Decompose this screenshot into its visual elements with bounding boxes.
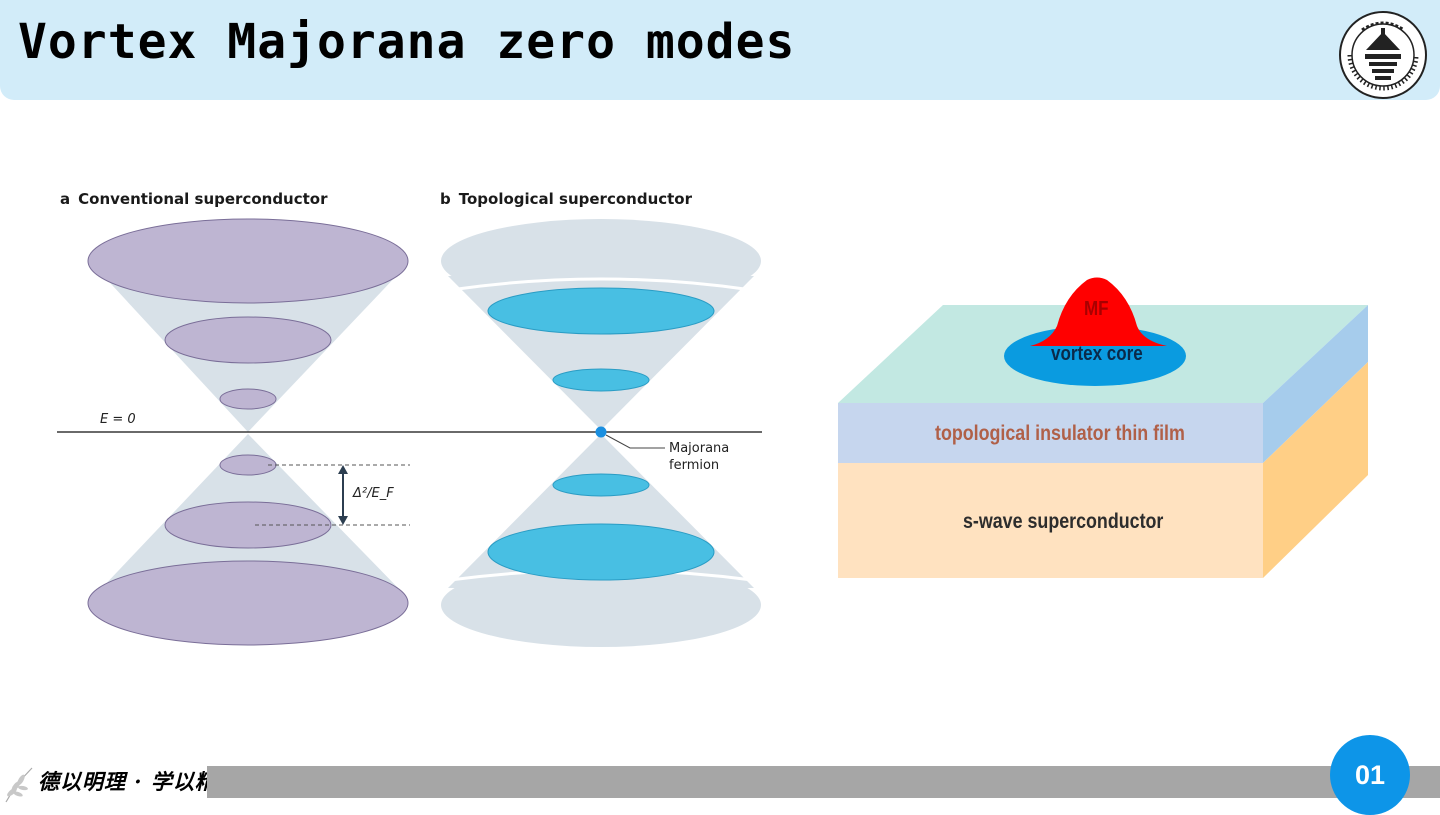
- header-banner: Vortex Majorana zero modes: [0, 0, 1440, 100]
- page-title: Vortex Majorana zero modes: [18, 14, 796, 70]
- disk-a-6: [87, 560, 409, 646]
- majorana-label-line2: fermion: [669, 458, 720, 473]
- sc-label: s-wave superconductor: [963, 510, 1164, 533]
- e0-label: E = 0: [100, 412, 136, 427]
- disk-a-2: [164, 316, 332, 364]
- vortex-core-label: vortex core: [1051, 343, 1143, 365]
- page-number-badge: 01: [1330, 735, 1410, 815]
- disk-a-5: [164, 501, 332, 549]
- leaf-icon: [2, 764, 36, 809]
- heterostructure-diagram: MF vortex core topological insulator thi…: [835, 270, 1375, 590]
- footer-bar: [207, 766, 1440, 798]
- ti-front: [838, 403, 1263, 463]
- disk-b-1: [487, 287, 715, 335]
- mf-peak: [1030, 277, 1167, 346]
- cones-svg: [57, 218, 762, 647]
- bit-emblem-icon: [1336, 10, 1430, 100]
- disk-a-4: [219, 454, 277, 476]
- ti-side: [1263, 305, 1368, 463]
- disk-b-3: [552, 473, 650, 497]
- majorana-point: [595, 426, 607, 438]
- disk-a-3: [219, 388, 277, 410]
- mf-label: MF: [1084, 298, 1109, 320]
- disk-a-1: [87, 218, 409, 304]
- disk-b-bottom-gray: [441, 563, 761, 647]
- majorana-label-line1: Majorana: [669, 441, 730, 456]
- ti-label: topological insulator thin film: [935, 422, 1185, 445]
- footer-motto: 德以明理 · 学以精工: [38, 769, 239, 794]
- sc-front: [838, 463, 1263, 578]
- disk-b-4: [487, 523, 715, 581]
- gap-label: Δ²/E_F: [353, 486, 394, 501]
- disk-b-2: [552, 368, 650, 392]
- sc-side: [1263, 362, 1368, 578]
